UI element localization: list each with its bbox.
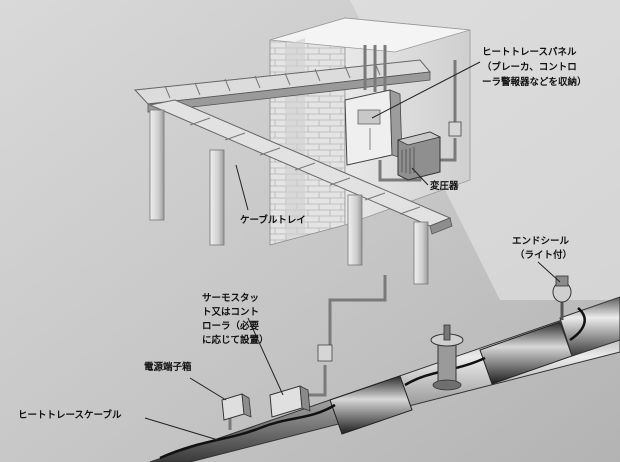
power-terminal-box — [221, 393, 252, 421]
thermostat-label-line4: に応じて設置） — [202, 335, 269, 346]
pipe-valve — [430, 324, 464, 391]
transformer — [396, 131, 442, 181]
end-seal-label-line1: エンドシール — [512, 236, 570, 247]
pipeline — [149, 296, 620, 462]
junction-box-upper — [448, 121, 462, 137]
thermostat-label-line3: ローラ（必要 — [202, 321, 260, 332]
end-seal-label-line2: （ライト付） — [515, 250, 573, 261]
end-seal — [552, 275, 572, 320]
heat-trace-cable-label: ヒートトレースケーブル — [18, 410, 122, 421]
thermostat — [269, 385, 311, 418]
thermostat-label-line2: ト又はコント — [202, 307, 260, 318]
transformer-label: 変圧器 — [430, 181, 459, 192]
panel-label-line3: ーラ警報器などを収納） — [482, 77, 587, 88]
cable-tray — [133, 59, 453, 235]
support-columns — [149, 109, 429, 285]
panel-label-line1: ヒートトレースパネル — [482, 47, 577, 58]
heat-trace-panel — [344, 89, 403, 166]
cable-tray-label: ケーブルトレイ — [240, 215, 306, 226]
power-terminal-box-label: 電源端子箱 — [144, 362, 192, 373]
junction-box-middle — [317, 344, 333, 362]
panel-label-line2: （ブレーカ、コントロ — [482, 62, 577, 73]
thermostat-label-line1: サーモスタッ — [202, 293, 260, 304]
leader-lines — [144, 61, 561, 441]
